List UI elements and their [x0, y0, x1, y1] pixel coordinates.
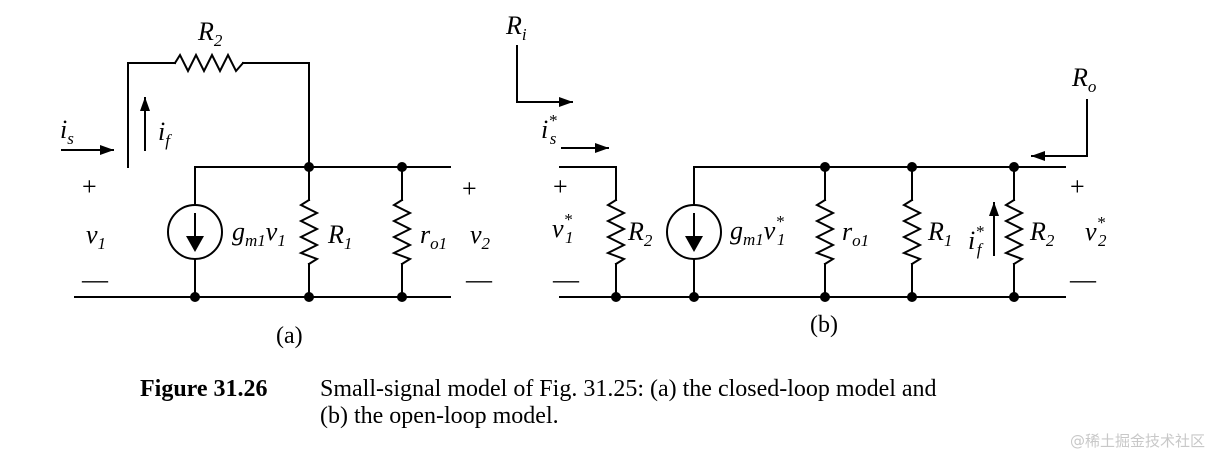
label-gm-v1-star: gm1v*1: [730, 212, 785, 249]
label-ro1-b: ro1: [842, 217, 869, 250]
label-if: if: [158, 117, 172, 150]
label-minus-left-b: —: [552, 265, 580, 294]
resistor-r1-b: [901, 198, 923, 266]
label-b: (b): [810, 312, 838, 338]
circuit-a: R2 is if + v1 — gm1v1 R1 ro1 + v2 — (a): [60, 17, 493, 349]
resistor-r2-left: [605, 198, 627, 266]
label-ro: Ro: [1071, 63, 1096, 96]
current-source-a: [167, 204, 223, 260]
label-minus-right-b: —: [1069, 265, 1097, 294]
watermark: @稀土掘金技术社区: [1069, 432, 1205, 450]
label-r2-right: R2: [1029, 217, 1055, 250]
label-minus-right-a: —: [465, 265, 493, 294]
caption-line-1: Figure 31.26 Small-signal model of Fig. 3…: [140, 376, 1080, 403]
ri-arrow: [516, 45, 573, 107]
circuit-b: Ri Ro i*s + v*1 — R2 gm1v*1 ro1 R1 i*f R…: [505, 11, 1107, 338]
label-r1: R1: [327, 220, 352, 253]
label-r2: R2: [197, 17, 223, 50]
figure-caption: Figure 31.26 Small-signal model of Fig. 3…: [140, 376, 1080, 430]
label-plus-left-b: +: [553, 172, 568, 201]
label-ro1: ro1: [420, 220, 447, 253]
label-plus-left-a: +: [82, 172, 97, 201]
label-v1-star: v*1: [552, 210, 574, 247]
label-plus-right-a: +: [462, 174, 477, 203]
label-ri: Ri: [505, 11, 527, 44]
circuit-a-wires: [74, 62, 451, 298]
caption-line-2: (b) the open-loop model.: [320, 403, 559, 429]
resistor-r2: [173, 52, 245, 74]
label-r1-b: R1: [927, 217, 952, 250]
label-v2: v2: [470, 220, 491, 253]
resistor-ro1: [391, 198, 413, 266]
label-v2-star: v*2: [1085, 213, 1107, 250]
caption-text-1: Small-signal model of Fig. 31.25: (a) th…: [320, 376, 937, 402]
label-a: (a): [276, 323, 303, 349]
circuit-b-nodes: [611, 162, 1019, 302]
resistor-r1: [298, 198, 320, 266]
current-source-b: [666, 204, 722, 260]
label-gm-v1: gm1v1: [232, 217, 286, 250]
figure-number: Figure 31.26: [140, 376, 268, 402]
circuit-a-nodes: [190, 162, 407, 302]
label-v1: v1: [86, 220, 106, 253]
resistor-r2-right: [1003, 198, 1025, 266]
label-is: is: [60, 115, 74, 148]
label-r2-left: R2: [627, 217, 653, 250]
label-is-star: i*s: [541, 111, 557, 148]
label-minus-left-a: —: [81, 265, 109, 294]
circuit-b-wires: [559, 166, 1066, 298]
ro-arrow: [1031, 99, 1088, 161]
resistor-ro1-b: [814, 198, 836, 266]
label-plus-right-b: +: [1070, 172, 1085, 201]
label-if-star: i*f: [968, 222, 984, 259]
